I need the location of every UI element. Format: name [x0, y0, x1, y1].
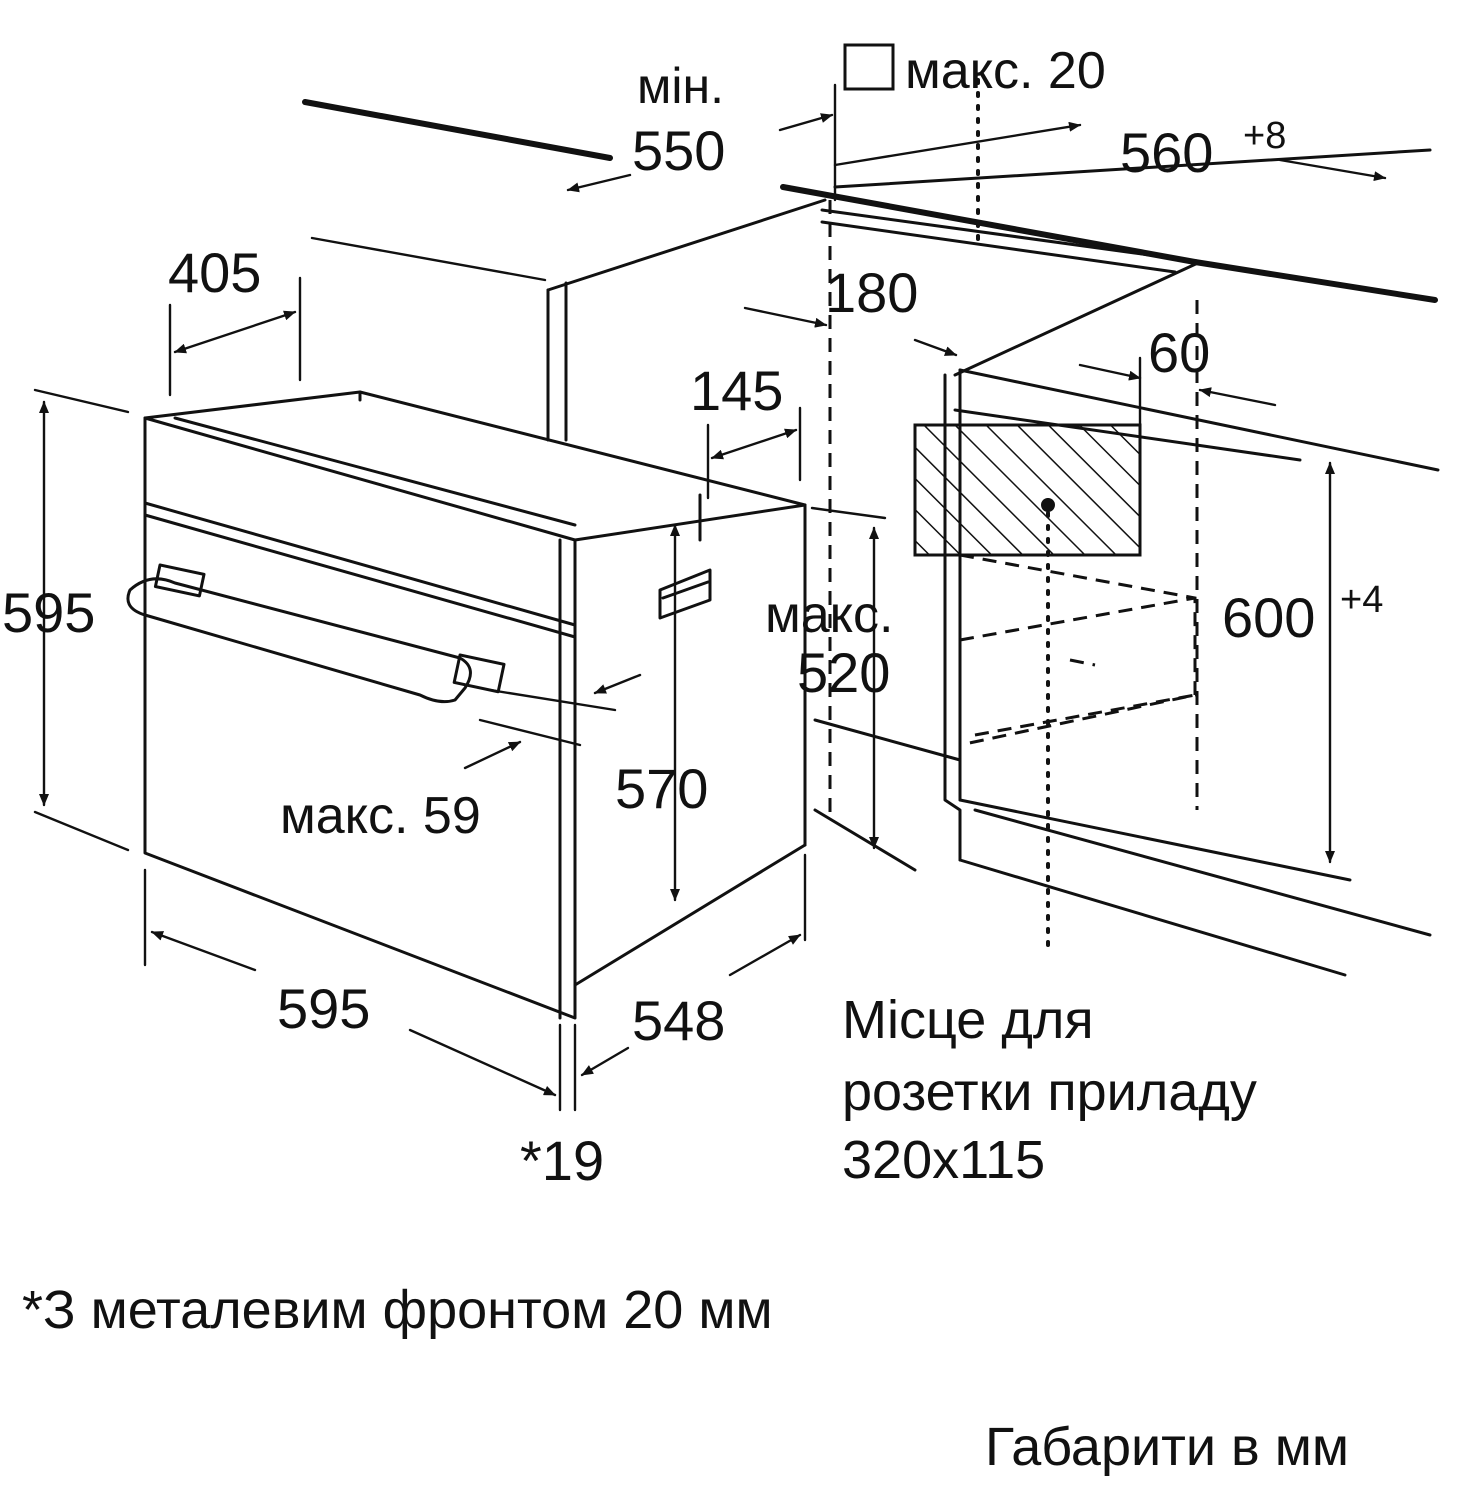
- label-max59: макс. 59: [280, 787, 481, 845]
- footnote: *З металевим фронтом 20 мм: [22, 1280, 773, 1340]
- cabinet-niche: [302, 78, 1440, 977]
- socket-note-line1: Місце для: [842, 990, 1094, 1050]
- oven-body: [126, 390, 807, 1020]
- label-560: 560: [1120, 121, 1213, 184]
- label-595-width: 595: [277, 977, 370, 1040]
- label-548: 548: [632, 989, 725, 1052]
- label-595-height: 595: [2, 581, 95, 644]
- label-560-tolerance: +8: [1243, 115, 1286, 157]
- label-550: 550: [632, 119, 725, 182]
- socket-note-line3: 320x115: [842, 1130, 1045, 1190]
- socket-note-line2: розетки приладу: [842, 1062, 1257, 1122]
- label-180: 180: [825, 261, 918, 324]
- label-min: мін.: [637, 58, 724, 114]
- socket-area: [913, 423, 1142, 557]
- label-19: *19: [520, 1129, 604, 1192]
- label-600: 600: [1222, 586, 1315, 649]
- label-max20: макс. 20: [905, 42, 1106, 100]
- label-145: 145: [690, 359, 783, 422]
- dimension-labels: мін. 550 макс. 20 560 +8 405 180 60 145 …: [2, 42, 1383, 1192]
- units-note: Габарити в мм: [985, 1417, 1349, 1477]
- label-max: макс.: [765, 586, 893, 644]
- square-symbol: [843, 43, 895, 91]
- dimension-lines: [33, 83, 1387, 1112]
- label-570: 570: [615, 757, 708, 820]
- label-600-tolerance: +4: [1340, 579, 1383, 621]
- socket-note: Місце для розетки приладу 320x115: [842, 990, 1257, 1190]
- label-60: 60: [1148, 321, 1210, 384]
- label-405: 405: [168, 241, 261, 304]
- label-520: 520: [797, 641, 890, 704]
